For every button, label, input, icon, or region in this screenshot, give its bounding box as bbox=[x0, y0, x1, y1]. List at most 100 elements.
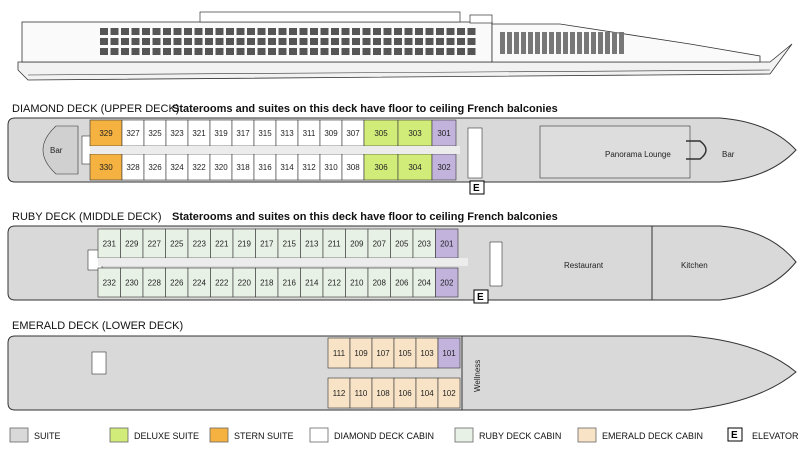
window-icon bbox=[362, 38, 371, 45]
cabin-number: 226 bbox=[170, 279, 184, 288]
emerald-deck-hull bbox=[7, 335, 797, 411]
diamond-corridor bbox=[90, 146, 460, 154]
window-icon bbox=[194, 28, 203, 35]
cabin-number: 309 bbox=[324, 129, 338, 138]
diamond-stair-fwd bbox=[467, 127, 483, 179]
cabin-number: 106 bbox=[398, 389, 412, 398]
window-icon bbox=[289, 38, 297, 45]
window-icon bbox=[131, 48, 140, 55]
window-icon bbox=[514, 32, 519, 54]
window-icon bbox=[278, 38, 287, 45]
window-icon bbox=[257, 38, 266, 45]
window-icon bbox=[404, 38, 413, 45]
cabin-101[interactable] bbox=[437, 337, 461, 369]
cabin-number: 308 bbox=[346, 163, 360, 172]
window-icon bbox=[446, 38, 455, 45]
window-icon bbox=[236, 48, 245, 55]
window-icon bbox=[310, 28, 318, 35]
window-icon bbox=[110, 28, 119, 35]
window-icon bbox=[100, 38, 108, 45]
window-icon bbox=[289, 48, 297, 55]
window-icon bbox=[142, 48, 150, 55]
window-icon bbox=[507, 32, 512, 54]
window-icon bbox=[605, 32, 610, 54]
window-icon bbox=[268, 48, 276, 55]
emerald-deck-label: EMERALD DECK (LOWER DECK) bbox=[12, 320, 183, 332]
cabin-number: 206 bbox=[395, 279, 409, 288]
window-icon bbox=[362, 28, 371, 35]
legend-label: SUITE bbox=[34, 431, 61, 441]
cabin-number: 204 bbox=[418, 279, 432, 288]
window-icon bbox=[257, 28, 266, 35]
window-icon bbox=[383, 48, 392, 55]
window-icon bbox=[425, 48, 434, 55]
window-icon bbox=[352, 38, 360, 45]
window-icon bbox=[100, 48, 108, 55]
emerald-wellness-label: Wellness bbox=[473, 360, 482, 392]
window-icon bbox=[457, 28, 465, 35]
cabin-number: 221 bbox=[215, 240, 229, 249]
legend-swatch-emerald bbox=[577, 427, 597, 443]
window-icon bbox=[577, 32, 582, 54]
window-icon bbox=[394, 28, 402, 35]
cabin-102[interactable] bbox=[437, 377, 461, 409]
window-icon bbox=[549, 32, 554, 54]
window-icon bbox=[457, 48, 465, 55]
ruby-stair-fwd bbox=[489, 241, 503, 287]
window-icon bbox=[278, 28, 287, 35]
cabin-number: 327 bbox=[126, 129, 140, 138]
cabin-330[interactable] bbox=[89, 153, 123, 181]
window-icon bbox=[236, 28, 245, 35]
window-icon bbox=[467, 48, 476, 55]
window-icon bbox=[226, 28, 234, 35]
cabin-number: 326 bbox=[148, 163, 162, 172]
ship-sun-deck bbox=[199, 11, 461, 23]
window-icon bbox=[320, 38, 329, 45]
cabin-number: 207 bbox=[373, 240, 387, 249]
cabin-number: 328 bbox=[126, 163, 140, 172]
cabin-302[interactable] bbox=[431, 153, 457, 181]
cabin-number: 208 bbox=[373, 279, 387, 288]
window-icon bbox=[163, 28, 171, 35]
window-icon bbox=[215, 38, 224, 45]
window-icon bbox=[373, 38, 381, 45]
window-icon bbox=[612, 32, 617, 54]
window-icon bbox=[278, 48, 287, 55]
window-icon bbox=[100, 28, 108, 35]
cabin-number: 316 bbox=[258, 163, 272, 172]
cabin-number: 225 bbox=[170, 240, 184, 249]
window-icon bbox=[446, 28, 455, 35]
cabin-number: 230 bbox=[125, 279, 139, 288]
window-icon bbox=[184, 48, 192, 55]
cabin-number: 104 bbox=[420, 389, 434, 398]
window-icon bbox=[341, 28, 350, 35]
window-icon bbox=[310, 48, 318, 55]
cabin-202[interactable] bbox=[435, 267, 459, 298]
ruby-corridor bbox=[98, 258, 468, 266]
cabin-number: 214 bbox=[305, 279, 319, 288]
cabin-number: 213 bbox=[305, 240, 319, 249]
ruby-elevator bbox=[473, 289, 489, 304]
diamond-bar-fwd-label: Bar bbox=[722, 150, 735, 159]
cabin-number: 109 bbox=[354, 349, 368, 358]
window-icon bbox=[299, 38, 308, 45]
cabin-number: 205 bbox=[395, 240, 409, 249]
legend-label: ELEVATOR bbox=[752, 431, 799, 441]
window-icon bbox=[570, 32, 575, 54]
cabin-number: 305 bbox=[374, 129, 388, 138]
cabin-number: 111 bbox=[333, 349, 346, 358]
legend-label: RUBY DECK CABIN bbox=[479, 431, 561, 441]
cabin-number: 312 bbox=[302, 163, 316, 172]
diamond-lounge-label: Panorama Lounge bbox=[605, 150, 671, 159]
diamond-bar-counter bbox=[686, 140, 707, 160]
cabin-number: 325 bbox=[148, 129, 162, 138]
ruby-restaurant-label: Restaurant bbox=[564, 261, 604, 270]
cabin-305[interactable] bbox=[363, 119, 399, 147]
cabin-number: 217 bbox=[260, 240, 274, 249]
diamond-deck-note: Staterooms and suites on this deck have … bbox=[172, 103, 558, 115]
window-icon bbox=[247, 48, 255, 55]
diamond-elevator-label: E bbox=[473, 183, 480, 194]
cabin-number: 323 bbox=[170, 129, 184, 138]
window-icon bbox=[394, 38, 402, 45]
